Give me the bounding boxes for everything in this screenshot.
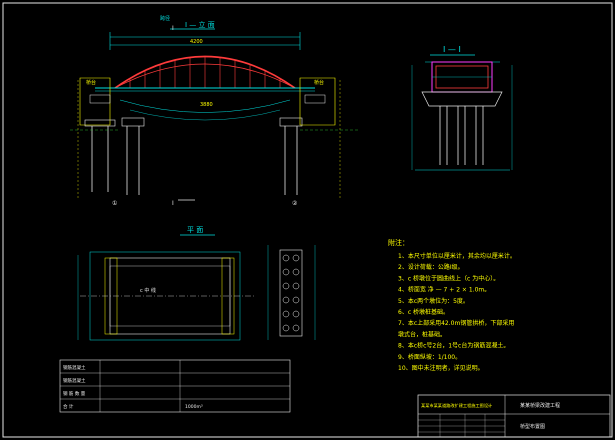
table-row-label: 合 计 [63, 403, 74, 410]
note-item: 2、设计荷载：公路Ⅰ级。 [398, 263, 464, 271]
deck-label: 跨径 [160, 15, 170, 22]
pile-circle [292, 296, 300, 304]
project-name: 某某桥梁改建工程 [520, 402, 560, 409]
pile-circle [292, 324, 300, 332]
elevation-title: I — 立 面 [185, 20, 215, 29]
pier-right-marker: ② [292, 200, 298, 207]
cap-beam [421, 91, 503, 107]
table-row-label: 钢 筋 数 量 [63, 390, 86, 397]
elevation-view: I — 立 面 4200 跨径 3880 桥台 [70, 15, 360, 207]
span-total-label: 4200 [190, 39, 203, 45]
plan-view: 平 面 c 中 线 [77, 226, 316, 341]
pile-circle [282, 324, 290, 332]
note-item: 7、本c上部采用42.0m钢管拱桥，下部采用 [398, 319, 514, 327]
left-abutment-label: 桥台 [86, 79, 96, 86]
pile-circle [282, 282, 290, 290]
title-block: 某某市某某道路改扩建工程施工图设计 某某桥梁改建工程 桥型布置图 [417, 394, 611, 438]
right-abutment-label: 桥台 [314, 79, 324, 86]
section-piles [439, 106, 484, 165]
section-title: I — I [443, 45, 461, 54]
left-pier: ① [112, 117, 145, 207]
note-item: 5、本c两个墩位为：5度。 [398, 297, 469, 305]
span-inner-label: 3880 [200, 102, 213, 108]
pile-circle [292, 282, 300, 290]
note-item: 8、本c桥c号2台，1号c台为钢筋混凝土。 [398, 342, 509, 350]
table-total-value: 1000m³ [185, 404, 203, 410]
note-item: 4、桥面宽 净 — 7 + 2 × 1.0m。 [398, 286, 490, 294]
right-abutment: 桥台 [299, 77, 341, 200]
note-item: 墩式台，桩基础。 [398, 330, 446, 338]
table-row-label: 钢筋混凝土 [63, 377, 86, 384]
section-mark-top: I [172, 25, 174, 32]
company-name: 某某市某某道路改扩建工程施工图设计 [421, 402, 492, 409]
right-pier: ② [279, 117, 303, 207]
plan-title: 平 面 [187, 226, 203, 234]
pile-circle [282, 254, 290, 262]
pier-left-marker: ① [112, 200, 117, 207]
pile-circle [292, 310, 300, 318]
pile-circle [292, 254, 300, 262]
notes-heading: 附注： [388, 238, 409, 247]
riverbed-line [119, 99, 291, 113]
table-row-label: 钢筋混凝土 [63, 364, 86, 371]
pile-circle [282, 268, 290, 276]
note-item: 9、桥面纵坡：1/100。 [398, 353, 461, 361]
note-item: 10、图中未注明者，详见说明。 [398, 364, 484, 372]
pile-layout-plan [279, 249, 303, 337]
pile-circle [282, 296, 290, 304]
materials-table: 钢筋混凝土 钢筋混凝土 钢 筋 数 量 合 计 1000m³ [59, 359, 291, 413]
notes-block: 附注： 1、本尺寸单位以厘米计，其余均以厘米计。 2、设计荷载：公路Ⅰ级。 3、c … [388, 238, 516, 372]
drawing-name: 桥型布置图 [520, 423, 545, 430]
pile-circle [282, 310, 290, 318]
plan-center-label: c 中 线 [140, 287, 156, 294]
note-item: 3、c 桥墩位于圆曲线上（c 为中心）。 [398, 274, 499, 282]
section-view: I — I [411, 45, 513, 171]
arch-hangers [129, 56, 281, 88]
note-item: 6、c 桥墩桩基础。 [398, 308, 449, 316]
note-item: 1、本尺寸单位以厘米计，其余均以厘米计。 [398, 252, 516, 260]
left-abutment: 桥台 [77, 77, 116, 200]
section-mark-bottom: I [172, 200, 174, 207]
pile-circle [292, 268, 300, 276]
